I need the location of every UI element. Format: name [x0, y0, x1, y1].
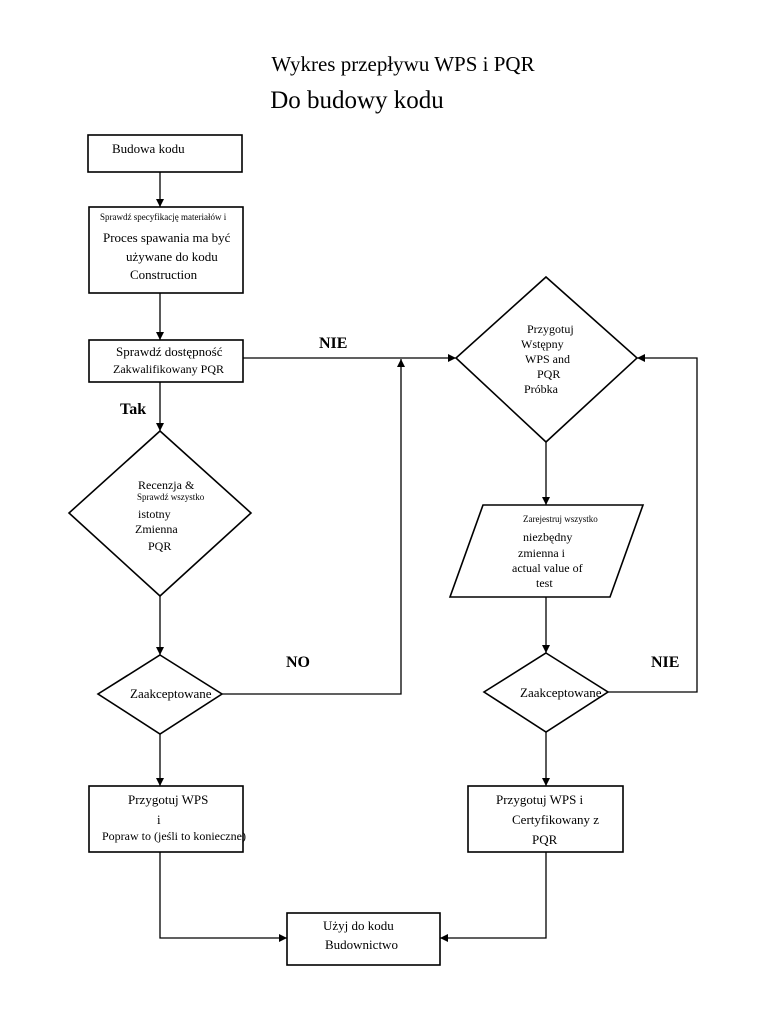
node-zaakceptowane-left-label: Zaakceptowane [130, 686, 212, 701]
node-przygotuj-wstepny-line3: WPS and [525, 352, 570, 366]
node-uzyj-do-kodu-line2: Budownictwo [325, 937, 398, 952]
node-przygotuj-cert-line3: PQR [532, 832, 558, 847]
node-sprawdz-dostepnosc-line1: Sprawdź dostępność [116, 344, 223, 359]
node-przygotuj-wstepny-line5: Próbka [524, 382, 559, 396]
node-zarejestruj-line2: niezbędny [523, 530, 572, 544]
node-zarejestruj-line3: zmienna i [518, 546, 566, 560]
node-zarejestruj-parallelogram [448, 504, 645, 598]
node-przygotuj-wps-line1: Przygotuj WPS [128, 792, 208, 807]
node-sprawdz-specyfikacje-line4: Construction [130, 267, 198, 282]
node-sprawdz-specyfikacje-line3: używane do kodu [126, 249, 218, 264]
node-zaakceptowane-left-diamond [96, 654, 224, 735]
node-sprawdz-dostepnosc-line2: Zakwalifikowany PQR [113, 362, 224, 376]
node-zaakceptowane-right-diamond [482, 652, 610, 733]
node-recenzja-line5: PQR [148, 539, 171, 553]
node-przygotuj-cert [467, 785, 624, 853]
node-przygotuj-wps [88, 785, 244, 853]
node-sprawdz-specyfikacje-line2: Proces spawania ma być [103, 230, 231, 245]
node-przygotuj-wstepny-line2: Wstępny [521, 337, 564, 351]
node-sprawdz-specyfikacje [88, 206, 244, 294]
node-recenzja-diamond [67, 429, 253, 598]
node-zarejestruj-line5: test [536, 576, 553, 590]
node-recenzja-line3: istotny [138, 507, 171, 521]
node-recenzja-line4: Zmienna [135, 522, 178, 536]
node-uzyj-do-kodu [286, 912, 441, 966]
edge-label-nie-right: NIE [651, 654, 679, 671]
node-przygotuj-wstepny-line1: Przygotuj [527, 322, 574, 336]
edge-zaakceptowane-no [222, 359, 405, 695]
node-przygotuj-wstepny-diamond [454, 275, 639, 444]
node-przygotuj-wstepny-line4: PQR [537, 367, 560, 381]
edge-cert-to-uzyj [440, 852, 547, 942]
node-sprawdz-specyfikacje-line1: Sprawdź specyfikację materiałów i [100, 212, 227, 222]
node-przygotuj-wps-line2: i [157, 812, 161, 827]
chart-subtitle: Do budowy kodu [270, 87, 444, 114]
edge-label-tak: Tak [120, 401, 146, 418]
node-przygotuj-cert-line1: Przygotuj WPS i [496, 792, 584, 807]
edge-wps-to-uzyj [159, 852, 287, 942]
node-zarejestruj-line1: Zarejestruj wszystko [523, 514, 598, 524]
node-uzyj-do-kodu-line1: Użyj do kodu [323, 918, 394, 933]
edge-zaakceptowane-nie [608, 354, 698, 693]
node-przygotuj-cert-line2: Certyfikowany z [512, 812, 599, 827]
chart-title: Wykres przepływu WPS i PQR [271, 52, 534, 76]
node-zaakceptowane-right-label: Zaakceptowane [520, 685, 602, 700]
edge-label-nie-top: NIE [319, 335, 347, 352]
node-zarejestruj-line4: actual value of [512, 561, 583, 575]
edge-label-no: NO [286, 654, 310, 671]
node-sprawdz-dostepnosc [88, 339, 244, 383]
node-recenzja-line2: Sprawdź wszystko [137, 492, 205, 502]
node-budowa-kodu [87, 134, 243, 173]
node-budowa-kodu-label: Budowa kodu [112, 141, 185, 156]
node-recenzja-line1: Recenzja & [138, 478, 195, 492]
node-przygotuj-wps-line3: Popraw to (jeśli to konieczne) [102, 829, 246, 843]
